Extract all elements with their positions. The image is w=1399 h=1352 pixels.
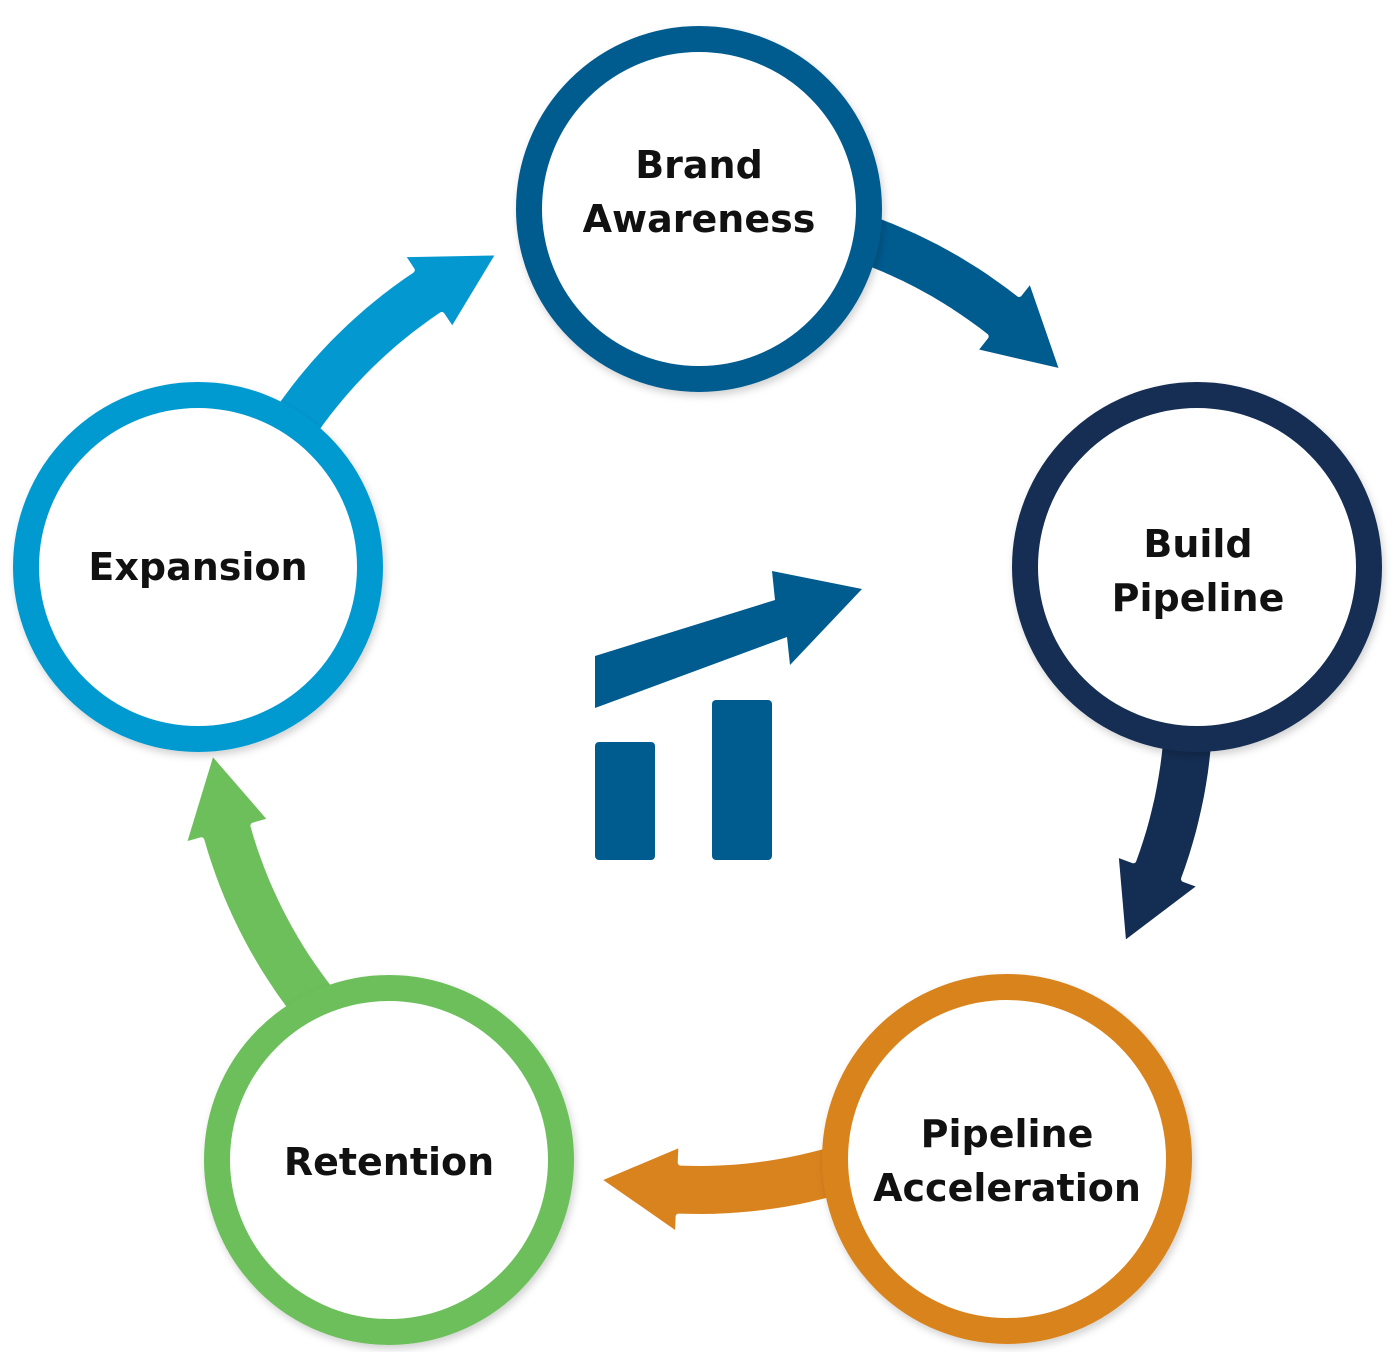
node-pipeline-acceleration-line-1: Pipeline	[921, 1112, 1094, 1156]
bar-tall	[712, 700, 772, 860]
node-build-pipeline-line-1: Build	[1143, 522, 1252, 566]
node-retention: Retention	[204, 975, 574, 1345]
node-brand-awareness: Brand Awareness	[516, 26, 882, 392]
node-brand-awareness-line-1: Brand	[635, 143, 763, 187]
node-build-pipeline-line-2: Pipeline	[1112, 576, 1285, 620]
node-expansion-line-1: Expansion	[88, 545, 307, 589]
trend-arrow	[595, 571, 862, 708]
growth-chart-icon	[595, 571, 862, 860]
node-pipeline-acceleration: Pipeline Acceleration	[822, 974, 1192, 1344]
bar-short	[595, 742, 655, 860]
node-retention-line-1: Retention	[284, 1140, 494, 1184]
node-expansion: Expansion	[13, 382, 383, 752]
node-build-pipeline: Build Pipeline	[1012, 382, 1382, 752]
node-pipeline-acceleration-line-2: Acceleration	[873, 1166, 1141, 1210]
node-brand-awareness-line-2: Awareness	[583, 197, 816, 241]
